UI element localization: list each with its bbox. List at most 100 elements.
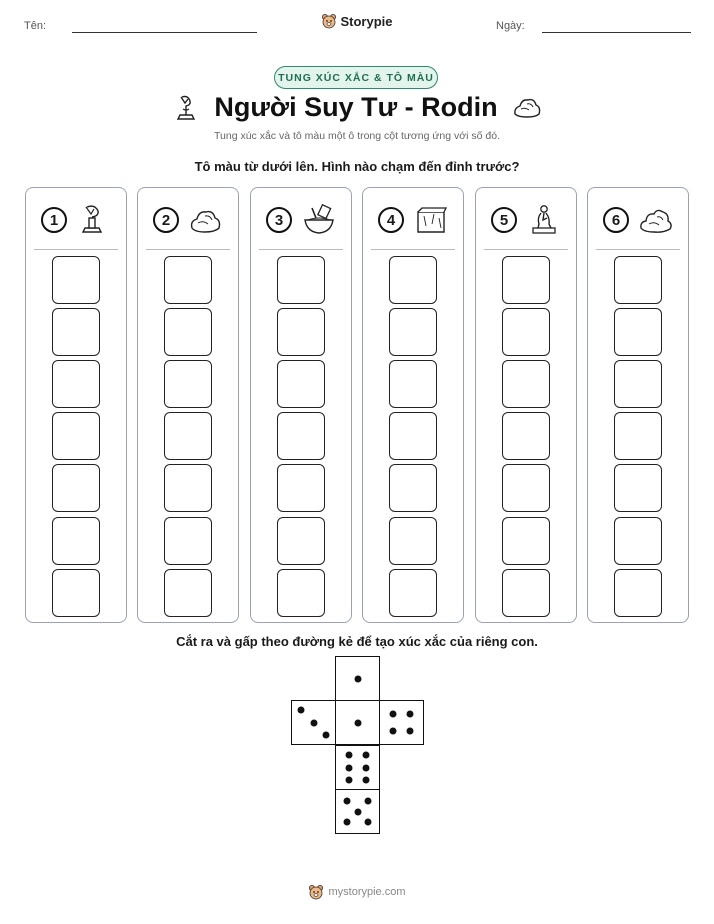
thinker-statue-icon [532,205,556,234]
color-cell[interactable] [502,256,550,304]
column-header: 6 [588,200,688,240]
clay-lump-icon [513,98,540,118]
color-cell[interactable] [52,308,100,356]
column-number: 5 [491,207,517,233]
column-number: 3 [266,207,292,233]
color-cell[interactable] [614,569,662,617]
color-cell[interactable] [389,308,437,356]
stone-block-icon [417,207,448,233]
die-face-center [335,700,380,745]
color-cell[interactable] [389,569,437,617]
die-pip [354,808,361,815]
column-6: 6 [587,187,689,623]
column-4: 4 [362,187,464,623]
color-cell[interactable] [164,360,212,408]
color-cell[interactable] [389,517,437,565]
color-cell[interactable] [52,569,100,617]
color-cell[interactable] [277,464,325,512]
color-cell[interactable] [614,360,662,408]
color-cell[interactable] [277,569,325,617]
color-cell[interactable] [164,464,212,512]
date-line[interactable] [542,32,691,33]
die-pip [343,818,351,826]
die-pip [354,719,361,726]
pouring-bronze-icon [81,205,103,233]
color-cell[interactable] [164,308,212,356]
die-face-lower [335,745,380,790]
column-header: 4 [363,200,463,240]
color-cell[interactable] [164,256,212,304]
color-cell[interactable] [502,464,550,512]
column-number: 4 [378,207,404,233]
column-divider [34,249,118,250]
color-cell[interactable] [389,360,437,408]
color-cell[interactable] [164,412,212,460]
die-pip [362,751,370,759]
color-cell[interactable] [164,517,212,565]
color-cell[interactable] [277,412,325,460]
color-cell[interactable] [389,256,437,304]
column-number: 2 [153,207,179,233]
die-pip [345,776,353,784]
page-title: Người Suy Tư - Rodin [214,91,498,122]
die-pip [343,797,351,805]
color-cell[interactable] [502,360,550,408]
color-cell[interactable] [389,464,437,512]
footer: mystorypie.com [0,884,714,900]
column-3: 3 [250,187,352,623]
color-cell[interactable] [614,308,662,356]
column-divider [146,249,230,250]
column-divider [596,249,680,250]
die-pip [345,764,353,771]
clay-lump-icon [190,210,221,233]
storypie-bear-icon [309,885,324,900]
color-cell[interactable] [502,569,550,617]
color-cell[interactable] [389,412,437,460]
color-cell[interactable] [502,412,550,460]
column-number: 1 [41,207,67,233]
date-label: Ngày: [496,20,525,32]
color-cell[interactable] [502,517,550,565]
color-cell[interactable] [277,308,325,356]
column-1: 1 [25,187,127,623]
color-cell[interactable] [614,517,662,565]
name-line[interactable] [72,32,257,33]
color-cell[interactable] [52,256,100,304]
column-header: 5 [476,200,576,240]
die-pip [362,764,370,771]
mixing-bowl-icon [304,204,334,234]
column-header: 3 [251,200,351,240]
color-cell[interactable] [52,412,100,460]
column-2: 2 [137,187,239,623]
color-cell[interactable] [614,412,662,460]
die-pip [364,797,372,805]
color-cell[interactable] [52,464,100,512]
storypie-bear-icon [322,14,337,29]
die-pip [406,727,414,735]
color-cell[interactable] [614,464,662,512]
title-row: Người Suy Tư - Rodin [0,88,714,126]
column-number: 6 [603,207,629,233]
color-cell[interactable] [52,517,100,565]
pouring-bronze-icon [177,95,196,120]
color-cell[interactable] [614,256,662,304]
color-cell[interactable] [52,360,100,408]
die-face-left [291,700,336,745]
color-cell[interactable] [164,569,212,617]
brand-logo: Storypie [0,13,714,29]
die-pip [345,751,353,759]
die-pip [389,710,397,718]
column-divider [484,249,568,250]
die-pip [389,727,397,735]
color-cell[interactable] [277,256,325,304]
die-pip [310,719,317,726]
subtitle: Tung xúc xắc và tô màu một ô trong cột t… [214,130,500,142]
column-header: 1 [26,200,126,240]
color-cell[interactable] [277,360,325,408]
die-face-right [379,700,424,745]
instruction: Tô màu từ dưới lên. Hình nào chạm đến đỉ… [194,159,520,174]
color-cell[interactable] [277,517,325,565]
die-face-bottom [335,789,380,834]
color-cell[interactable] [502,308,550,356]
die-pip [322,731,330,739]
